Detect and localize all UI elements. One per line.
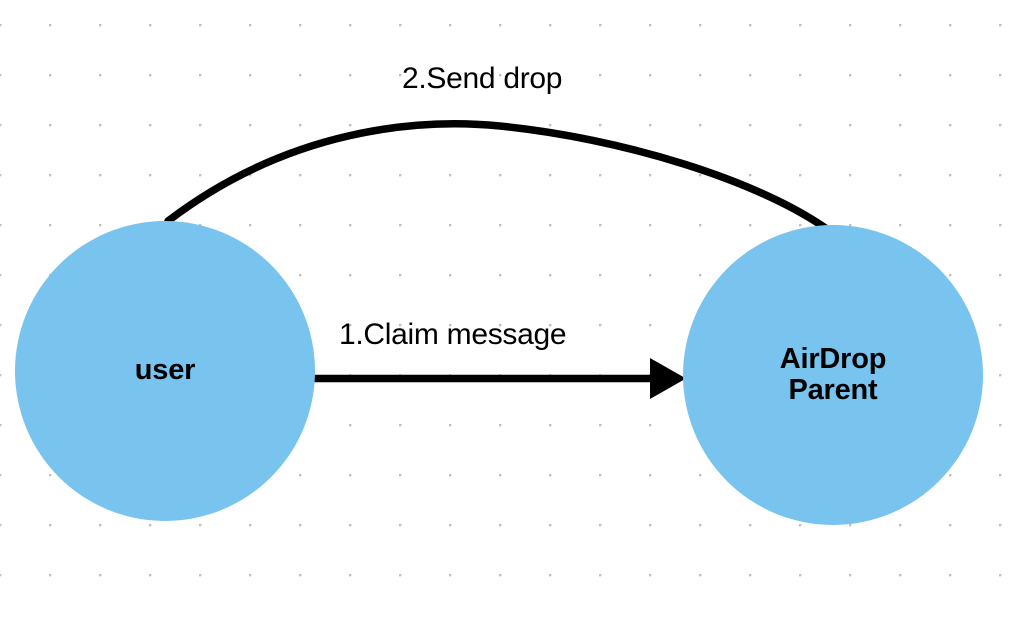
edge-claim-message-arrowhead-icon [650,358,686,399]
node-airdrop-parent-label: AirDrop Parent [779,342,887,406]
node-user[interactable]: user [15,221,315,521]
edge-send-drop-curve[interactable] [164,120,835,236]
edge-label-claim-message: 1.Claim message [339,318,567,351]
edge-label-send-drop: 2.Send drop [402,62,563,95]
node-airdrop-parent[interactable]: AirDrop Parent [683,225,983,525]
node-user-label: user [134,354,196,387]
